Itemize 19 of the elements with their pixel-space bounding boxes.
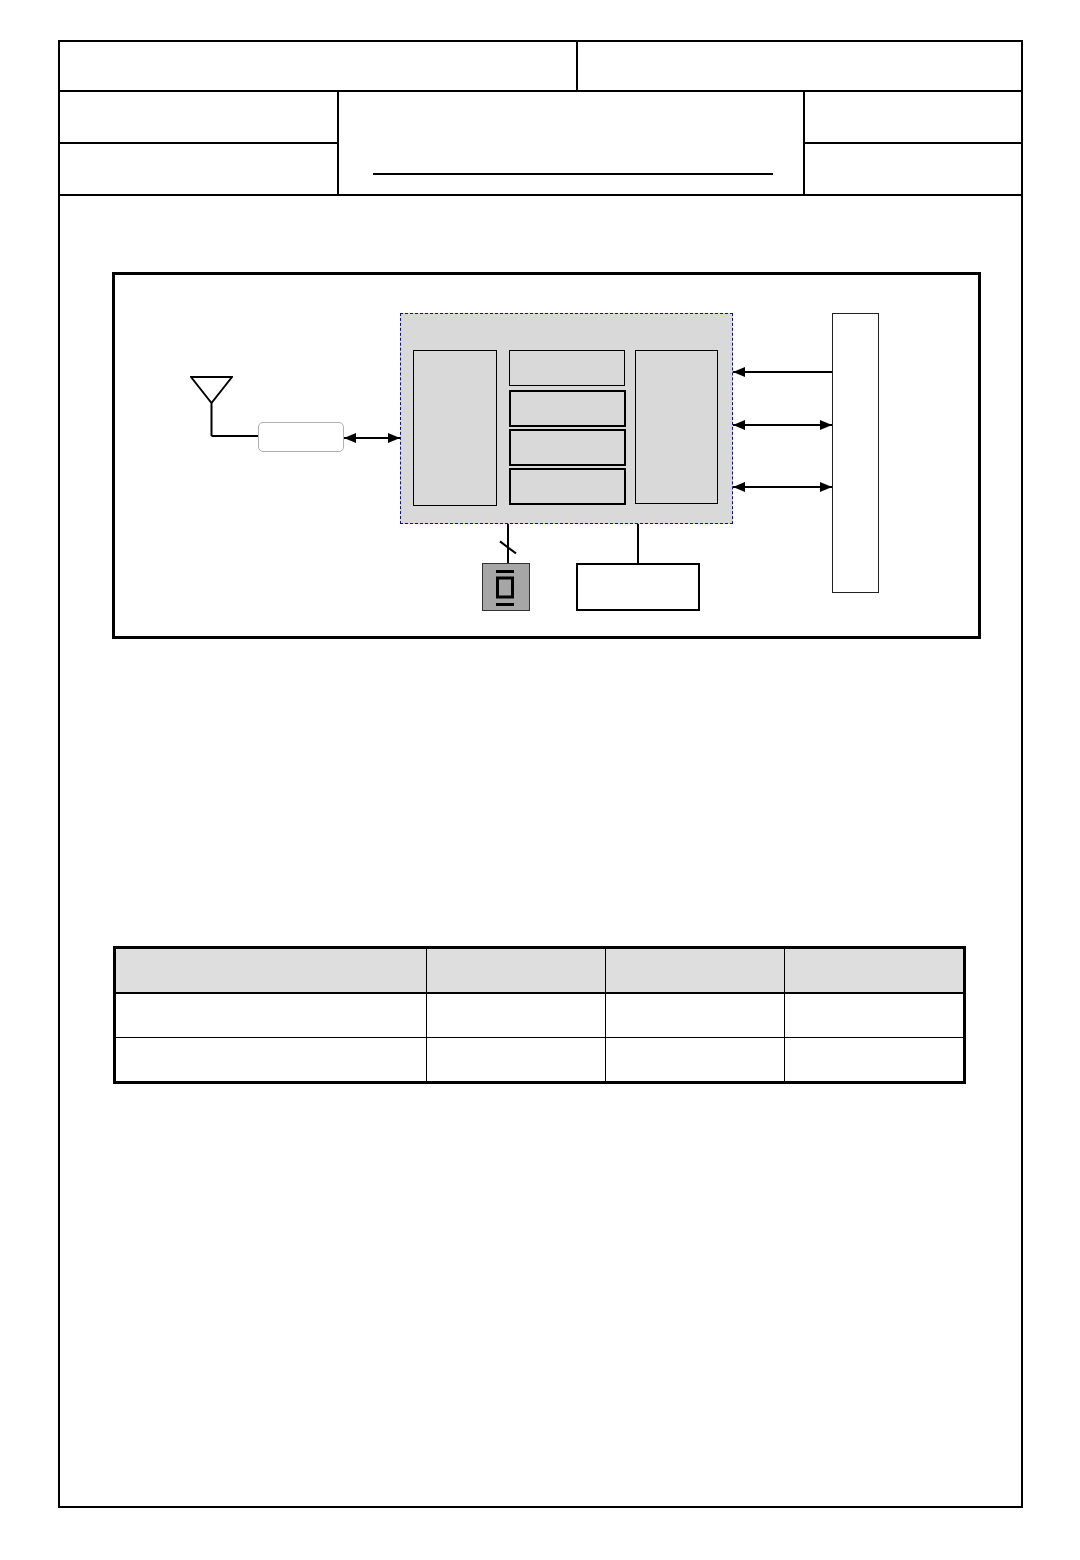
connector-line (637, 523, 639, 564)
double-arrow (343, 433, 401, 443)
connector-line (210, 435, 259, 437)
block-box (412, 349, 497, 506)
dashed-group-box (400, 313, 733, 524)
crystal-box (482, 563, 530, 611)
block-box (508, 428, 626, 466)
block-box (508, 389, 626, 427)
double-arrow (732, 420, 833, 430)
block-box (634, 349, 718, 504)
block-box (508, 349, 625, 386)
tall-bar (832, 313, 879, 593)
antenna-symbol (190, 376, 233, 436)
arrow (732, 367, 833, 377)
connector-line (507, 523, 509, 564)
double-arrow (732, 482, 833, 492)
block-box (576, 563, 700, 611)
block-box (508, 467, 626, 505)
rounded-box (258, 422, 344, 452)
